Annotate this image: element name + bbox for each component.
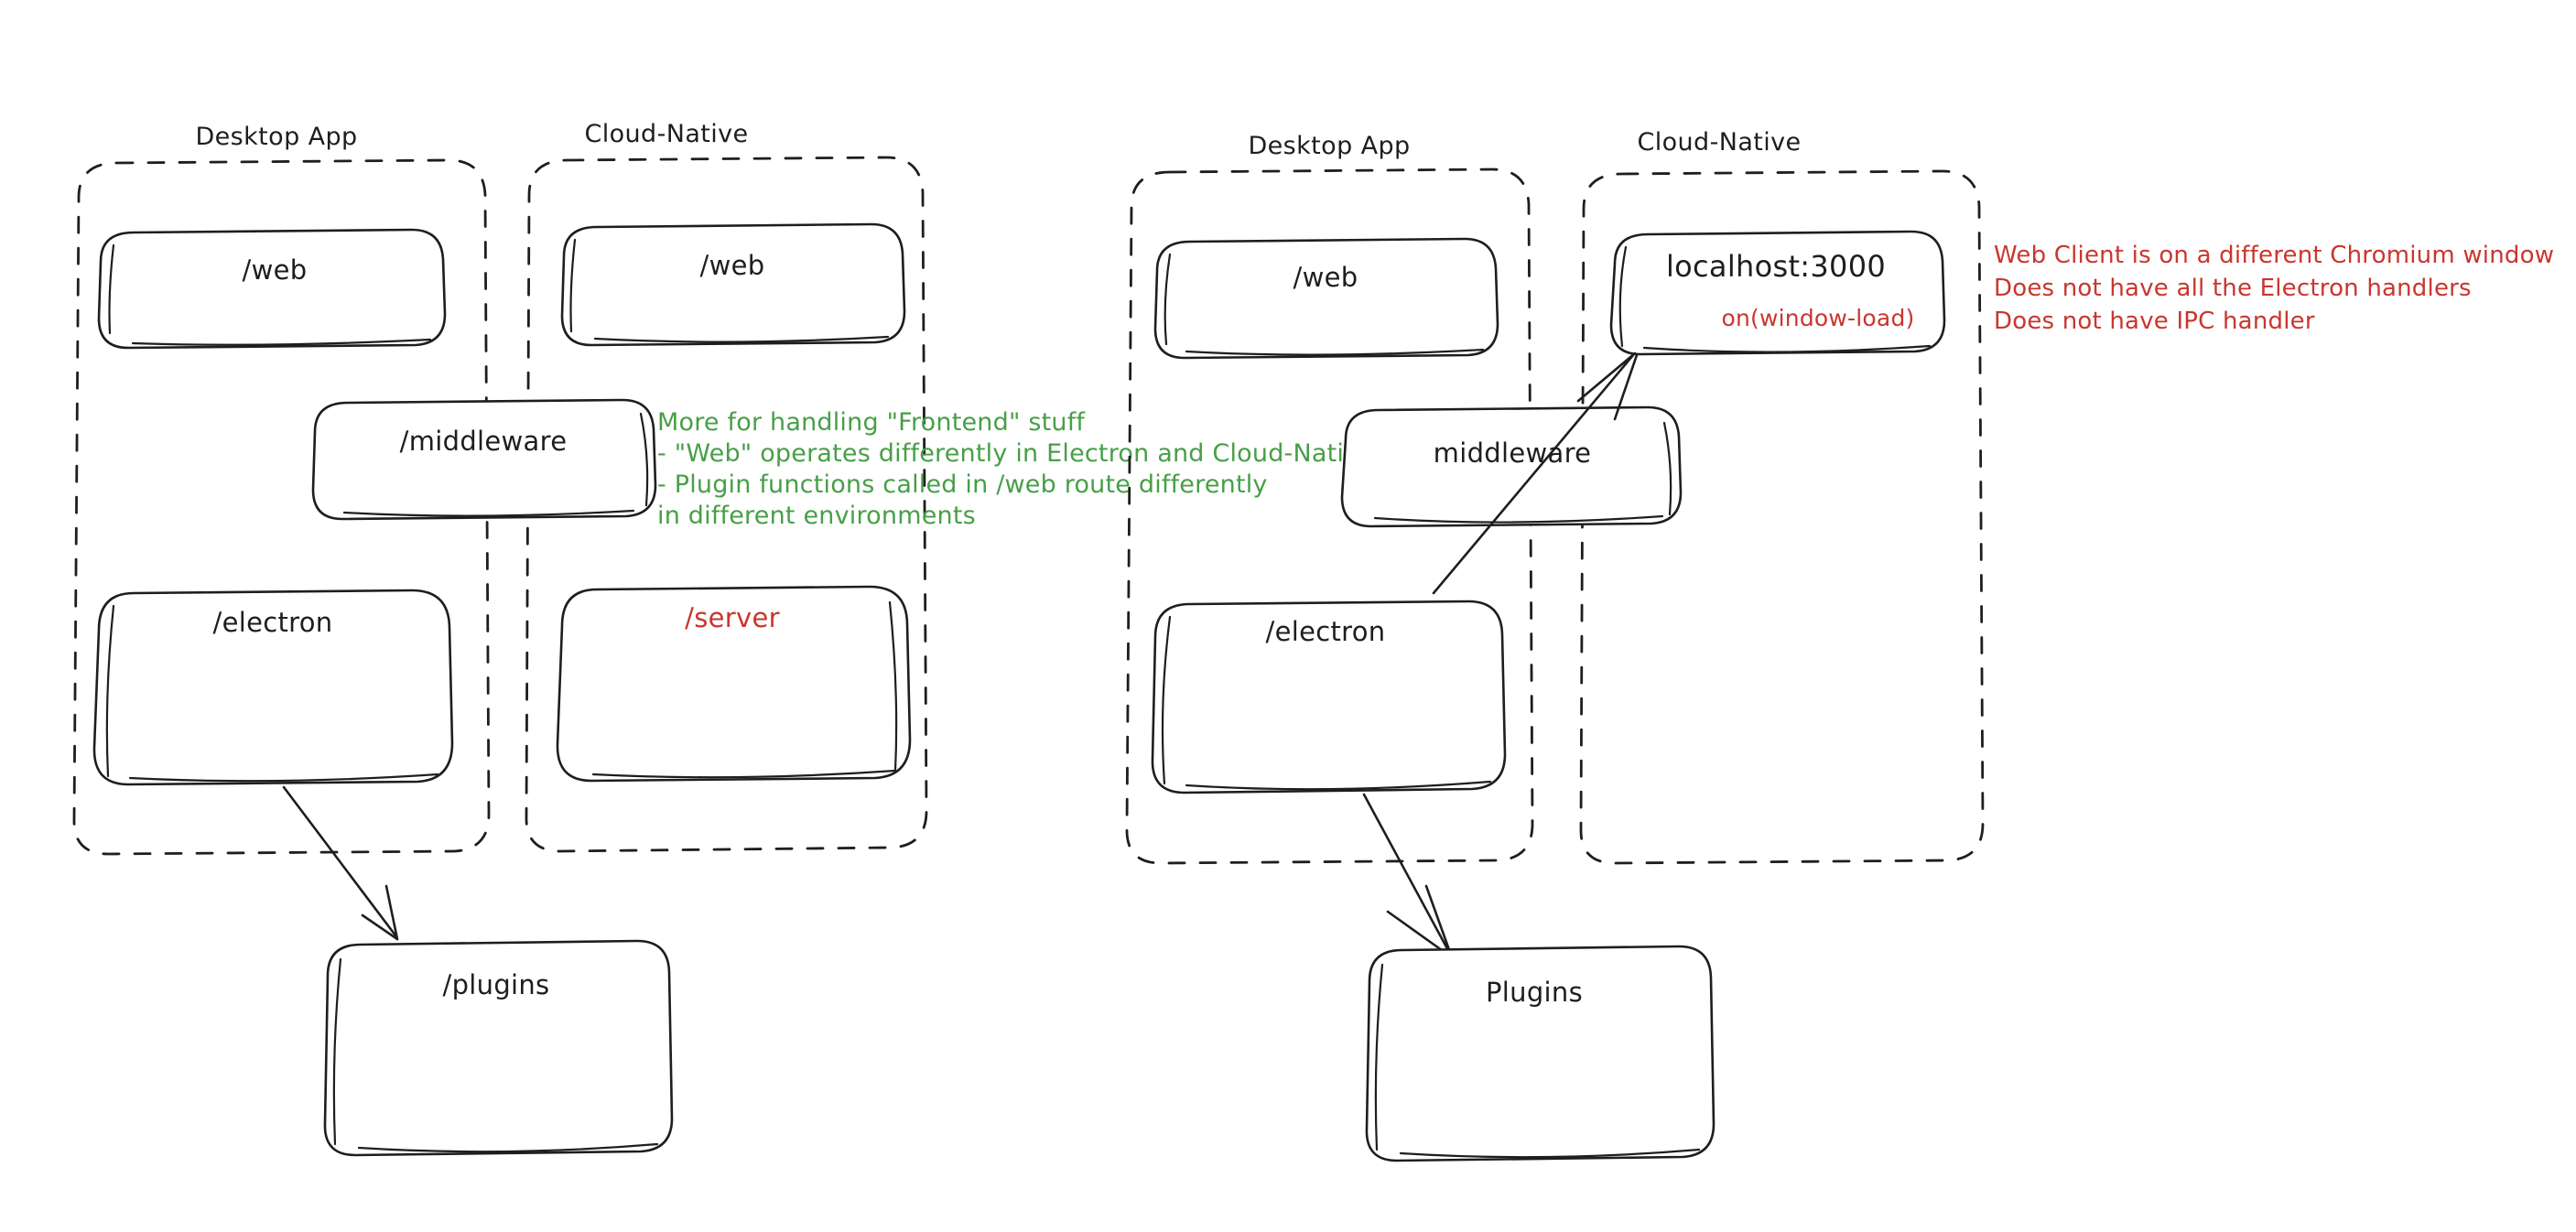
left-desktop-app-container [72,158,491,856]
node-left-web-cloud-label: /web [700,250,765,281]
right-desktop-app-group-label: Desktop App [1248,132,1410,160]
node-left-electron[interactable]: /electron [92,589,454,786]
right-desktop-app-container [1125,168,1534,865]
node-left-web-label: /web [243,254,308,286]
right-cloud-native-container [1579,169,1985,865]
left-cloud-native-container [525,156,928,853]
node-right-plugins[interactable]: Plugins [1365,945,1716,1162]
node-right-electron[interactable]: /electron [1151,600,1507,794]
green-note-line-4: in different environments [657,502,976,530]
node-right-middleware[interactable]: middleware [1340,405,1683,528]
connector-right-electron-to-localhost [1432,351,1639,595]
node-right-localhost-sublabel: on(window-load) [1722,305,1915,331]
red-note-line-1: Web Client is on a different Chromium wi… [1994,242,2554,269]
node-right-middleware-label: middleware [1434,438,1592,469]
green-note-line-2: - "Web" operates differently in Electron… [657,439,1374,468]
right-cloud-native-group-label: Cloud-Native [1637,128,1801,157]
node-left-plugins[interactable]: /plugins [323,939,674,1157]
right-diagram: Desktop App Cloud-Native /web localhost:… [1125,128,1985,1162]
node-left-middleware-label: /middleware [400,426,568,457]
node-left-web[interactable]: /web [97,228,447,350]
left-cloud-native-group-label: Cloud-Native [584,120,748,148]
node-left-plugins-label: /plugins [443,969,550,1000]
annotation-green-note: More for handling "Frontend" stuff - "We… [657,408,1374,530]
green-note-line-3: - Plugin functions called in /web route … [657,470,1268,499]
red-note-line-2: Does not have all the Electron handlers [1994,275,2472,302]
node-left-middleware[interactable]: /middleware [311,398,657,521]
red-note-line-3: Does not have IPC handler [1994,308,2315,335]
left-diagram: Desktop App Cloud-Native /web /web [72,120,928,1157]
node-left-electron-label: /electron [213,607,333,638]
left-desktop-app-group-label: Desktop App [195,123,357,151]
node-right-plugins-label: Plugins [1486,977,1583,1008]
node-right-web[interactable]: /web [1153,237,1499,360]
node-right-localhost[interactable]: localhost:3000 on(window-load) [1609,230,1946,356]
annotation-red-note: Web Client is on a different Chromium wi… [1994,242,2554,335]
node-left-server[interactable]: /server [556,585,912,783]
node-left-server-label: /server [685,602,780,633]
connector-left-electron-to-plugins [282,785,399,941]
node-right-web-label: /web [1293,262,1358,293]
node-right-localhost-label: localhost:3000 [1666,249,1886,284]
green-note-line-1: More for handling "Frontend" stuff [657,408,1086,437]
node-left-web-cloud[interactable]: /web [560,222,906,347]
node-right-electron-label: /electron [1266,616,1386,647]
